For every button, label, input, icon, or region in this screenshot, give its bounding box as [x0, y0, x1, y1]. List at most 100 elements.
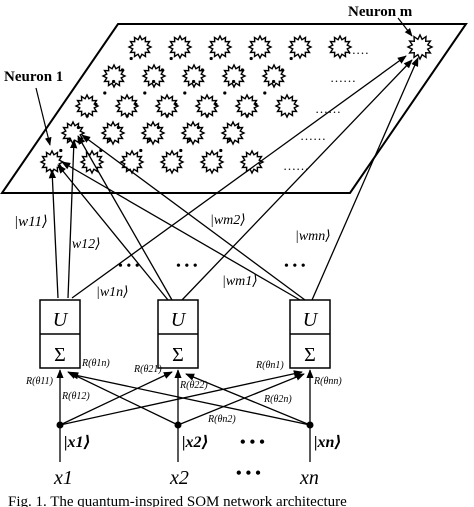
rot-r22: R(θ22) [179, 380, 208, 391]
neuron [159, 149, 185, 175]
rotation-connections [56, 369, 314, 426]
chain-dot [156, 125, 160, 130]
chain-dot [85, 114, 89, 118]
chain-dot [179, 148, 183, 153]
chain-dot [76, 125, 80, 130]
chain-dot [174, 102, 178, 107]
chain-dot [143, 91, 147, 95]
weight-connections [48, 55, 419, 301]
weight-wm2: |wm2⟩ [210, 213, 246, 228]
svg-text:U: U [171, 309, 187, 331]
neuron [154, 93, 180, 119]
chain-dot [192, 79, 196, 84]
competitive-layer-plane [0, 23, 468, 194]
chain-dot [125, 114, 129, 118]
chain-dot [232, 79, 236, 84]
rot-rnn: R(θnn) [313, 376, 342, 387]
chain-dot [188, 137, 192, 141]
neuron [181, 63, 207, 89]
neuron [261, 63, 287, 89]
neuron [101, 63, 127, 89]
neuron [39, 149, 65, 175]
chain-dot [103, 91, 107, 95]
input-x1: x1 [53, 467, 73, 489]
row-dots-5: …… [283, 158, 309, 173]
rot-rn2: R(θn2) [207, 414, 236, 425]
rot-r11: R(θ11) [25, 376, 54, 387]
chain-dot [205, 114, 209, 118]
neuron [220, 120, 246, 146]
chain-dot [214, 102, 218, 107]
chain-dot [160, 68, 164, 72]
row-dots-2: …… [330, 70, 356, 85]
chain-dot [228, 137, 232, 141]
row-dots-4: …… [300, 128, 326, 143]
neuron [234, 93, 260, 119]
svg-text:U: U [53, 309, 69, 331]
chain-dot [196, 125, 200, 130]
weight-w12: |w12⟩ [68, 237, 101, 252]
chain-dot [272, 79, 276, 84]
chain-dot [139, 148, 143, 153]
rot-r21: R(θ21) [133, 364, 162, 375]
chain-dot [120, 68, 124, 72]
neuron-1-label: Neuron 1 [4, 69, 63, 85]
chain-dot [94, 102, 98, 107]
neuron [74, 93, 100, 119]
chain-dot [134, 102, 138, 107]
chain-dot [116, 125, 120, 130]
neuron [167, 34, 193, 60]
chain-dot [280, 68, 284, 72]
chain-dot [148, 137, 152, 141]
neuron-1-pointer [35, 87, 52, 146]
ellipsis-x: • • • [236, 465, 261, 482]
ket-x2: |x2⟩ [182, 434, 209, 451]
weight-wm1: |wm1⟩ [222, 274, 258, 289]
ellipsis-1: • • • [118, 259, 140, 274]
neuron [287, 34, 313, 60]
chain-dot [108, 137, 112, 141]
rot-r12: R(θ12) [61, 391, 90, 402]
ket-xn: |xn⟩ [314, 434, 342, 451]
neuron [140, 120, 166, 146]
neuron-m-pointer [397, 17, 413, 37]
neuron-chain-dots [59, 56, 293, 153]
input-xn: xn [299, 467, 319, 489]
neuron [180, 120, 206, 146]
row-dots-3: …… [315, 101, 341, 116]
chain-dot [112, 79, 116, 84]
weight-wmn: |wmn⟩ [295, 229, 331, 244]
unit-2: U Σ [157, 299, 199, 369]
chain-dot [236, 125, 240, 130]
neuron-m-label: Neuron m [348, 4, 413, 20]
chain-dot [183, 91, 187, 95]
neuron [221, 63, 247, 89]
chain-dot [219, 148, 223, 153]
neuron [239, 149, 265, 175]
neuron [119, 149, 145, 175]
chain-dot [249, 56, 253, 61]
chain-dot [223, 91, 227, 95]
chain-dot [165, 114, 169, 118]
svg-text:Σ: Σ [54, 344, 66, 366]
chain-dot [59, 148, 63, 153]
rot-r2n: R(θ2n) [263, 394, 292, 405]
unit-1: U Σ [39, 299, 81, 369]
svg-text:Σ: Σ [172, 344, 184, 366]
rot-r1n: R(θ1n) [81, 358, 110, 369]
neuron [79, 149, 105, 175]
neuron [100, 120, 126, 146]
neuron-m [406, 33, 434, 61]
svg-text:Σ: Σ [304, 344, 316, 366]
neuron [207, 34, 233, 60]
neuron [274, 93, 300, 119]
neuron [327, 34, 353, 60]
ellipsis-2: • • • [176, 259, 198, 274]
neuron-grid [39, 33, 434, 175]
chain-dot [68, 137, 72, 141]
neuron [199, 149, 225, 175]
unit-n: U Σ [289, 299, 331, 369]
chain-dot [200, 68, 204, 72]
row-dots-1: …… [343, 42, 369, 57]
